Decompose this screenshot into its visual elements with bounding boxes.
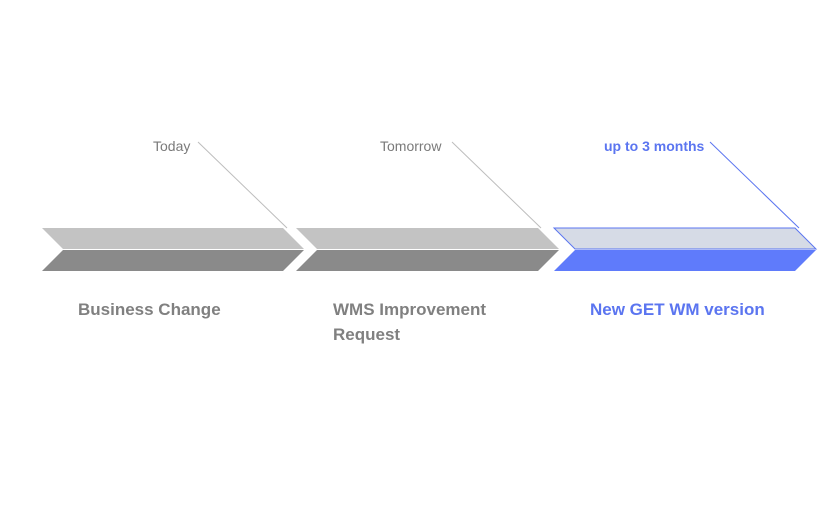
step-2-leader-line (451, 141, 542, 229)
step-3-leader-line (709, 141, 800, 229)
step-3-title: New GET WM version (590, 300, 765, 319)
step-1-chevron-top (42, 228, 304, 249)
step-1-chevron (42, 141, 304, 271)
step-2-time-label: Tomorrow (380, 138, 442, 154)
step-3-time-label: up to 3 months (604, 138, 705, 154)
step-3-chevron-top (552, 227, 818, 250)
step-3-chevron (552, 141, 818, 271)
step-2-chevron (296, 141, 559, 271)
step-2-title: WMS Improvement Request (333, 300, 487, 344)
step-1-chevron-bottom (42, 250, 304, 271)
step-1-title: Business Change (78, 300, 221, 319)
step-1-time-label: Today (153, 138, 191, 154)
step-1-leader-line (197, 141, 288, 229)
step-3-chevron-bottom (554, 250, 816, 271)
step-2-chevron-bottom (296, 250, 559, 271)
step-2-chevron-top (296, 228, 559, 249)
